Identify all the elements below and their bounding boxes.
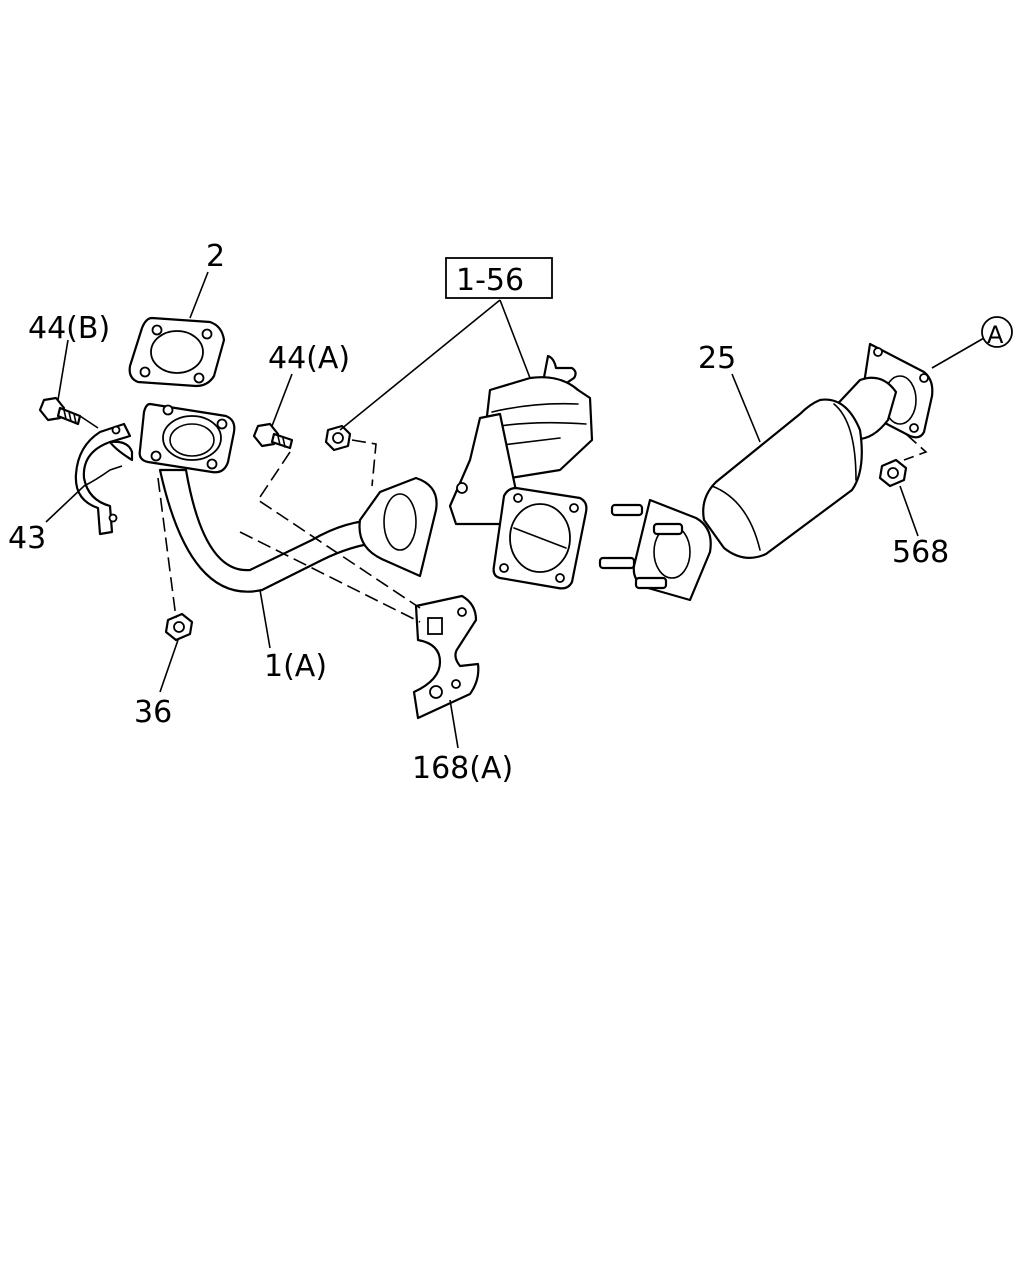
leader-lines	[45, 271, 985, 749]
converter-part-25[interactable]	[598, 342, 934, 602]
callout-reference-a: A	[987, 321, 1004, 349]
bracket-part-168a[interactable]	[412, 594, 480, 720]
callout-568: 568	[892, 535, 949, 570]
alignment-lines	[157, 433, 928, 623]
callout-1-56: 1-56	[456, 263, 524, 298]
callout-44b: 44(B)	[28, 311, 110, 346]
nut-valve-unit[interactable]	[324, 424, 352, 452]
valve-unit-part-1-56[interactable]	[448, 354, 594, 590]
nut-part-568[interactable]	[878, 458, 908, 488]
callout-25: 25	[698, 341, 736, 376]
nut-part-36[interactable]	[164, 612, 194, 642]
reference-a-circle	[981, 316, 1013, 348]
callout-43: 43	[8, 521, 46, 556]
callout-44a: 44(A)	[268, 341, 350, 376]
gasket-part-2[interactable]	[128, 316, 226, 388]
callout-1-56-frame	[445, 257, 553, 299]
bolt-part-44a[interactable]	[252, 422, 294, 450]
clamp-part-43[interactable]	[74, 422, 134, 536]
callout-2: 2	[206, 239, 225, 274]
bolt-part-44b[interactable]	[38, 396, 82, 426]
callout-168a: 168(A)	[412, 751, 513, 786]
callout-1a: 1(A)	[264, 649, 327, 684]
callout-36: 36	[134, 695, 172, 730]
exhaust-pipe-part-1a[interactable]	[138, 402, 438, 593]
